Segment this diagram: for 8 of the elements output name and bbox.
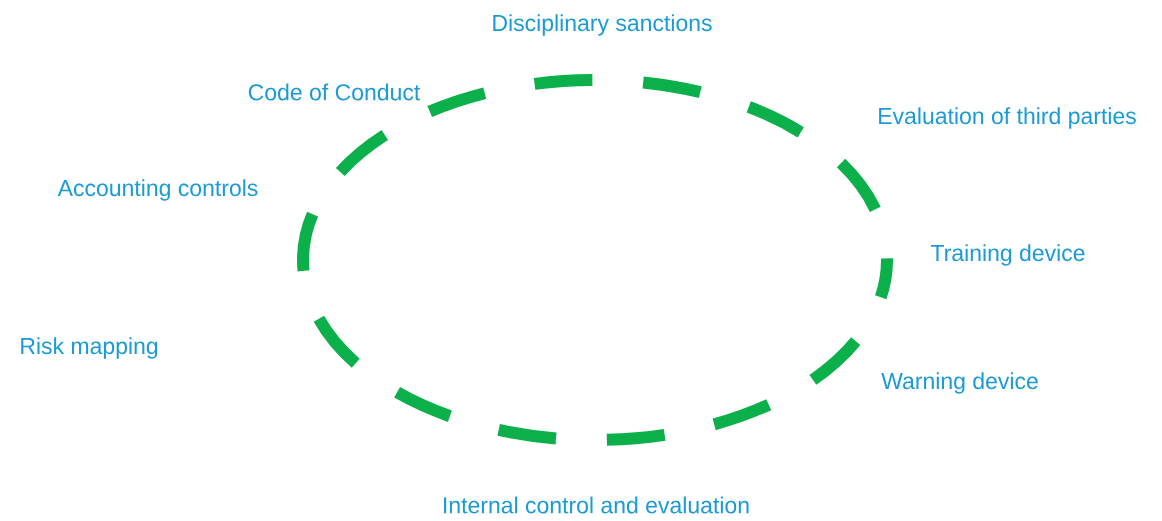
label: Code of Conduct: [248, 83, 421, 101]
label: Disciplinary sanctions: [493, 14, 712, 36]
label: Warning device: [881, 372, 1038, 394]
label: Evaluation of third parties: [879, 107, 1136, 129]
label: Risk mapping: [21, 337, 158, 359]
label: Accounting controls: [57, 179, 258, 201]
label: Internal control and evaluation: [444, 496, 749, 514]
label: Training device: [930, 244, 1085, 266]
